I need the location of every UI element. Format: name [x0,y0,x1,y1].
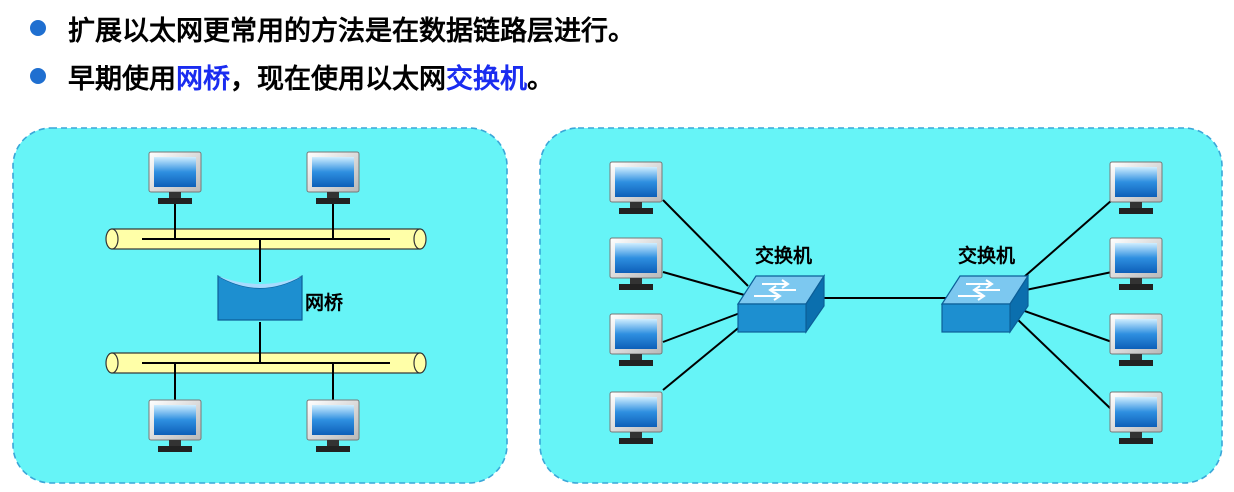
bullet-dot-icon [30,20,46,36]
switch-right-label: 交换机 [958,244,1015,267]
bullet-dot-icon [30,68,46,84]
bullet-text-2-bridge: 网桥 [176,63,230,95]
bullet-text-2-prefix: 早期使用 [68,63,176,95]
bullet-text-2-middle: ，现在使用以太网 [230,63,446,95]
switch-left-label: 交换机 [755,244,812,267]
switch-icon [736,273,826,334]
bullet-text-2-switch: 交换机 [446,63,527,95]
bottom-bus [105,352,427,374]
bullet-item-1: 扩展以太网更常用的方法是在数据链路层进行。 [30,8,635,48]
switch-icon [940,273,1030,334]
right-panel [539,127,1223,484]
left-switch-links [662,199,1113,411]
bullet-item-2: 早期使用网桥，现在使用以太网交换机。 [30,56,554,96]
bridge-label: 网桥 [305,291,344,314]
bridge-icon [217,274,303,321]
bullet-text-1: 扩展以太网更常用的方法是在数据链路层进行。 [68,15,635,47]
top-bus [105,228,427,250]
bullet-text-2-suffix: 。 [527,63,554,95]
